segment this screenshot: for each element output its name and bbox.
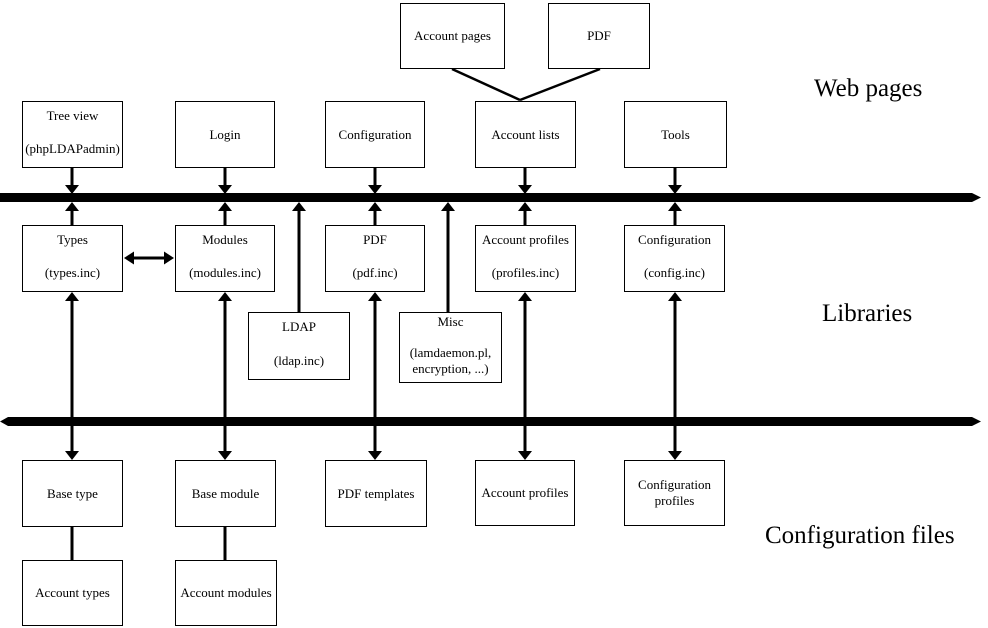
node-label: LDAP <box>282 319 316 334</box>
node-label: Types <box>57 232 88 247</box>
node-types: Types (types.inc) <box>22 225 123 292</box>
label-libraries: Libraries <box>822 300 913 327</box>
node-label: Misc <box>437 314 464 329</box>
label-configuration-files: Configuration files <box>765 522 955 549</box>
node-label: profiles <box>654 493 695 508</box>
node-base-type: Base type <box>22 460 123 527</box>
edge-bus-to-pdf-lib <box>368 202 382 226</box>
node-base-module: Base module <box>175 460 276 527</box>
edge-pdf-lib-to-pdf-templates <box>368 292 382 460</box>
edge-account-profiles-to-account-profiles <box>518 292 532 460</box>
node-login: Login <box>175 101 275 168</box>
node-label: Tools <box>661 126 690 142</box>
edge-bus-to-types <box>65 202 79 226</box>
node-label: (ldap.inc) <box>273 353 325 368</box>
node-label: Tree view <box>46 108 99 123</box>
node-label: encryption, ...) <box>412 361 489 376</box>
node-label: Login <box>209 126 241 142</box>
node-label: Configuration <box>338 126 412 142</box>
edge-pdf-to-account-lists <box>519 67 601 102</box>
node-label: Modules <box>202 232 248 247</box>
node-label: PDF <box>363 232 387 247</box>
node-label: (types.inc) <box>44 265 101 280</box>
node-label: PDF <box>587 28 611 43</box>
node-misc: Misc (lamdaemon.pl,encryption, ...) <box>399 312 502 383</box>
edge-configuration-to-bus <box>368 168 382 194</box>
node-ldap: LDAP (ldap.inc) <box>248 312 350 380</box>
node-account-profiles-lib: Account profiles (profiles.inc) <box>475 225 576 292</box>
node-pdf-lib: PDF (pdf.inc) <box>325 225 425 292</box>
node-label: Account lists <box>491 126 560 142</box>
node-label: Configuration <box>638 232 711 247</box>
edge-account-pages-to-account-lists <box>451 67 521 102</box>
node-tools: Tools <box>624 101 727 168</box>
label-web-pages: Web pages <box>814 75 923 102</box>
edge-bus-to-configuration-lib <box>668 202 682 226</box>
node-pdf-page: PDF <box>548 3 650 69</box>
edge-configuration-lib-to-configuration-profiles <box>668 292 682 460</box>
edge-misc-to-bus <box>441 202 455 312</box>
edge-tools-to-bus <box>668 168 682 194</box>
node-label: Account pages <box>414 28 491 43</box>
edge-modules-to-base-module <box>218 292 232 460</box>
node-account-modules: Account modules <box>175 560 277 626</box>
node-label: Account types <box>35 585 110 600</box>
node-tree-view: Tree view (phpLDAPadmin) <box>22 101 123 168</box>
node-label: PDF templates <box>337 485 415 501</box>
edge-ldap-to-bus <box>292 202 306 312</box>
edge-types-to-base-type <box>65 292 79 460</box>
node-label: Account modules <box>180 585 272 600</box>
node-label: (phpLDAPadmin) <box>25 141 120 156</box>
node-account-lists: Account lists <box>475 101 576 168</box>
node-label: (modules.inc) <box>189 265 261 280</box>
edge-tree-view-to-bus <box>65 168 79 194</box>
bus-web-libraries <box>0 193 981 202</box>
node-label: Base module <box>191 485 260 501</box>
node-configuration-lib: Configuration (config.inc) <box>624 225 725 292</box>
node-label: (profiles.inc) <box>491 265 560 280</box>
node-modules: Modules (modules.inc) <box>175 225 275 292</box>
bus-libraries-config <box>0 417 981 426</box>
edge-bus-to-modules <box>218 202 232 226</box>
node-label: Configuration <box>638 477 711 492</box>
node-label: (pdf.inc) <box>352 265 398 280</box>
node-label: Account profiles <box>481 232 569 247</box>
edge-login-to-bus <box>218 168 232 194</box>
node-label: Base type <box>47 485 98 501</box>
edge-types-modules-link <box>124 251 174 265</box>
node-configuration-page: Configuration <box>325 101 425 168</box>
node-account-pages: Account pages <box>400 3 505 69</box>
node-label: (config.inc) <box>643 265 705 280</box>
node-label: (lamdaemon.pl, <box>409 345 492 360</box>
node-label: Account profiles <box>481 485 569 500</box>
node-account-types: Account types <box>22 560 123 626</box>
node-pdf-templates: PDF templates <box>325 460 427 527</box>
node-account-profiles-cfg: Account profiles <box>475 460 575 526</box>
edge-bus-to-account-profiles-lib <box>518 202 532 226</box>
edge-account-lists-to-bus <box>518 168 532 194</box>
